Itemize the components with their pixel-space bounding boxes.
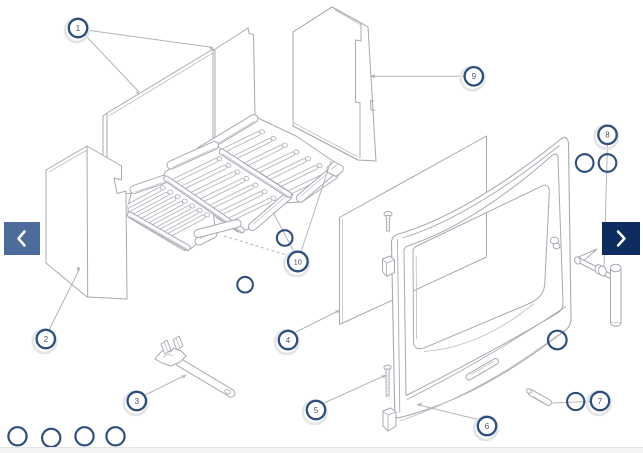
svg-text:4: 4 <box>286 336 291 345</box>
svg-text:8: 8 <box>605 131 610 140</box>
svg-text:7: 7 <box>598 397 603 406</box>
svg-text:2: 2 <box>44 335 49 344</box>
svg-text:9: 9 <box>472 72 477 81</box>
svg-text:10: 10 <box>294 257 302 266</box>
svg-text:3: 3 <box>135 397 140 406</box>
svg-text:1: 1 <box>76 24 81 33</box>
svg-text:6: 6 <box>485 422 490 431</box>
svg-text:5: 5 <box>314 406 319 415</box>
